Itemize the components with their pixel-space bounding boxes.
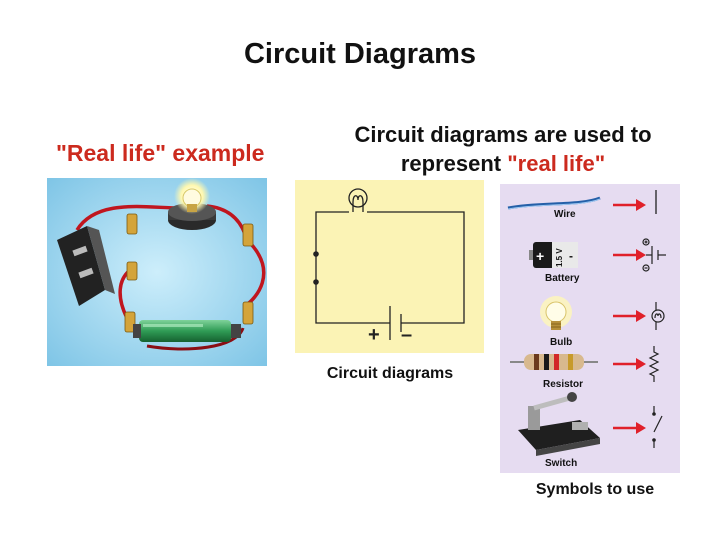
battery-plus-label: +: [536, 248, 544, 264]
battery-voltage-label: 1.5 V: [555, 248, 564, 267]
arrow-icon: [613, 249, 646, 261]
switch-icon: [518, 392, 600, 456]
symbol-label-battery: Battery: [545, 273, 580, 284]
arrow-icon: [613, 358, 646, 370]
battery-symbol-icon: [642, 238, 666, 272]
symbols-panel: + 1.5 V -: [500, 184, 680, 473]
subtitle-line1: Circuit diagrams are used to: [354, 122, 652, 147]
symbol-label-resistor: Resistor: [543, 379, 584, 390]
circuit-bulb-symbol: [348, 188, 368, 208]
circuit-switch-contact: [313, 251, 319, 257]
connector: [242, 223, 254, 247]
switch-symbol-icon: [653, 406, 663, 448]
resistor-icon: [510, 354, 598, 370]
slide-title: Circuit Diagrams: [243, 38, 477, 70]
circuit-diagram: + –: [295, 180, 484, 353]
battery-icon: + 1.5 V -: [529, 242, 578, 268]
connector: [126, 213, 138, 235]
battery-photo: [133, 320, 241, 342]
subtitle-line2-highlight: "real life": [507, 151, 606, 176]
bulb-icon: [540, 296, 572, 330]
bulb-symbol-icon: [651, 302, 665, 330]
symbol-label-wire: Wire: [554, 209, 576, 220]
subtitle: Circuit diagrams are used to represent "…: [318, 120, 688, 178]
circuit-caption: Circuit diagrams: [326, 365, 454, 382]
subtitle-line2-prefix: represent: [400, 151, 508, 176]
switch-photo: [57, 226, 115, 306]
battery-minus-sign: –: [401, 324, 412, 346]
connector: [126, 261, 138, 281]
wire-icon: [507, 196, 601, 210]
circuit-wire: [315, 211, 390, 324]
arrow-icon: [613, 310, 646, 322]
bulb-holder-photo: [168, 178, 216, 230]
symbol-label-bulb: Bulb: [550, 337, 573, 348]
symbols-caption: Symbols to use: [535, 481, 655, 498]
connector: [124, 311, 136, 333]
real-life-circuit-illustration: [47, 178, 267, 366]
circuit-switch-contact: [313, 279, 319, 285]
arrow-icon: [613, 422, 646, 434]
resistor-symbol-icon: [648, 346, 660, 382]
connector: [242, 301, 254, 325]
real-life-heading: "Real life" example: [56, 140, 265, 166]
circuit-wire: [367, 211, 465, 324]
battery-minus-label: -: [569, 249, 573, 263]
battery-plus-sign: +: [368, 324, 380, 346]
symbol-label-switch: Switch: [545, 458, 578, 469]
arrow-icon: [613, 199, 646, 211]
wire-red: [75, 204, 180, 231]
